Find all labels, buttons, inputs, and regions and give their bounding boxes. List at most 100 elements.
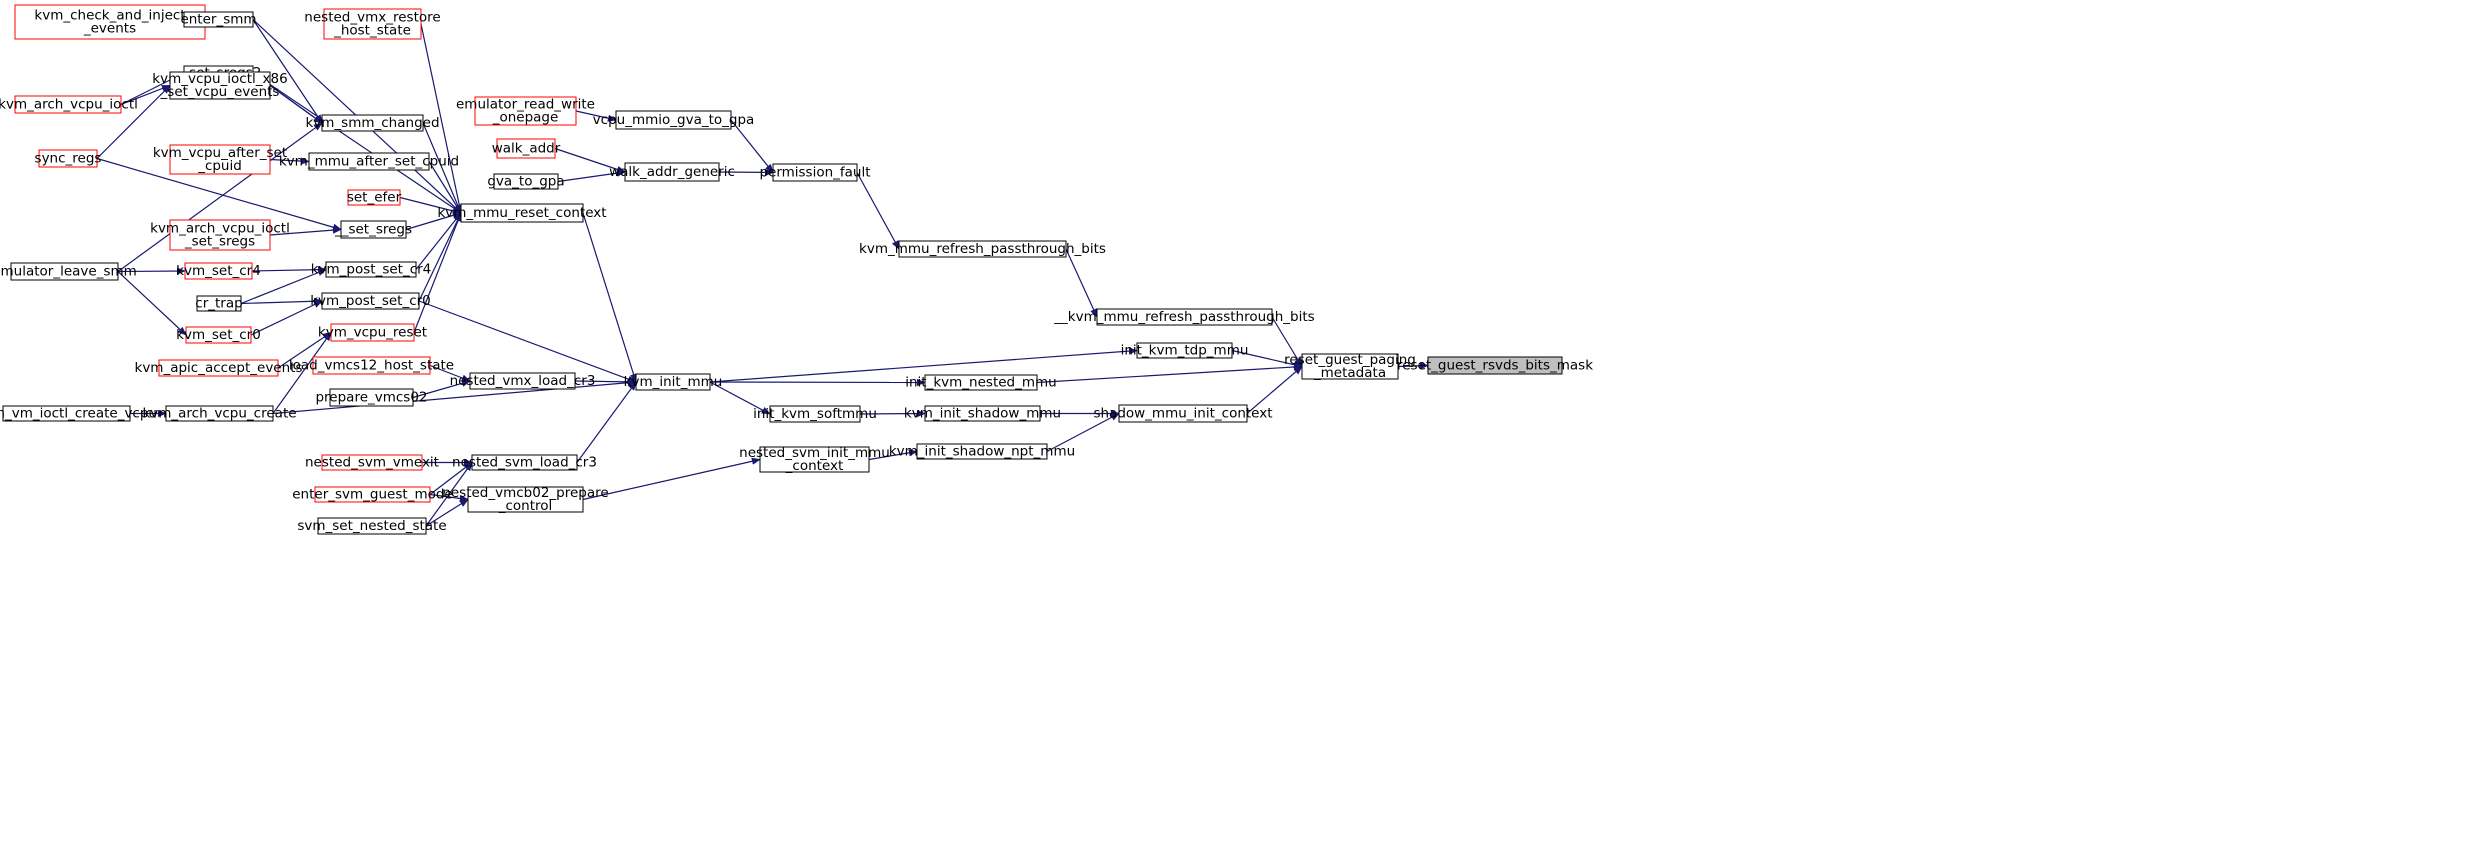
node-box [924,374,1038,391]
edge-n27-to-n25 [250,300,323,336]
graph-node-kvm-apic-accept-events[interactable]: kvm_apic_accept_events [135,359,303,377]
graph-node-svm-set-nested-state[interactable]: svm_set_nested_state [297,517,447,535]
graph-node-emulator-read-write-onepage[interactable]: emulator_read_write_onepage [456,96,595,126]
node-box [185,326,252,344]
graph-node-enter-svm-guest-mode[interactable]: enter_svm_guest_mode [292,486,453,503]
node-label: kvm_check_and_inject [34,8,185,24]
node-label: _events [83,21,136,37]
graph-node-kvm-init-shadow-mmu[interactable]: kvm_init_shadow_mmu [904,405,1061,422]
graph-node-shadow-mmu-init-context[interactable]: shadow_mmu_init_context [1093,404,1273,423]
edge-n44-to-n42 [1046,412,1120,453]
edge-n49-to-n48 [425,498,469,527]
edge-n25-to-n35 [418,300,637,383]
graph-node-kvm-mmu-reset-context[interactable]: kvm_mmu_reset_context [437,203,607,223]
node-box [165,405,274,422]
graph-node-kvm-set-cr0[interactable]: kvm_set_cr0 [176,326,261,344]
node-box [474,96,577,126]
edge-n21-to-n22 [117,267,186,275]
graph-node-nested-vmx-load-cr3[interactable]: nested_vmx_load_cr3 [450,372,596,390]
node-box [312,356,431,375]
node-label: _context [785,458,844,474]
node-box [769,405,861,423]
graph-node-kvm-arch-vcpu-create[interactable]: kvm_arch_vcpu_create [142,405,297,422]
graph-node-kvm-check-and-inject-events[interactable]: kvm_check_and_inject_events [14,4,206,40]
graph-node-kvm-set-cr4[interactable]: kvm_set_cr4 [176,262,261,280]
node-box [38,149,98,168]
node-box [635,373,711,391]
node-label: kvm_arch_vcpu_create [142,406,296,422]
graph-node-kvm-arch-vcpu-ioctl-set-sregs[interactable]: kvm_arch_vcpu_ioctl_set_sregs [150,219,290,251]
node-box [772,163,858,182]
node-label: _metadata [1313,365,1386,381]
graph-node-kvm-mmu-refresh-passthrough-bits[interactable]: __kvm_mmu_refresh_passthrough_bits [1053,308,1315,326]
graph-node-kvm-vcpu-ioctl-x86-set-vcpu-events[interactable]: kvm_vcpu_ioctl_x86_set_vcpu_events [152,71,287,100]
graph-node-kvm-smm-changed[interactable]: kvm_smm_changed [305,114,440,132]
node-box [916,443,1048,460]
node-label: kvm_mmu_after_set_cpuid [279,154,459,170]
node-label: init_kvm_softmmu [753,406,877,422]
graph-node-walk-addr-generic[interactable]: walk_addr_generic [609,162,735,182]
edge-n49-to-n46 [425,461,473,527]
graph-node-nested-svm-load-cr3[interactable]: nested_svm_load_cr3 [452,454,597,471]
graph-node-sync-regs[interactable]: sync_regs [35,149,102,168]
node-label: nested_svm_load_cr3 [452,455,597,471]
edge-n2-to-n17 [420,23,463,214]
node-label: kvm_arch_vcpu_ioctl [0,97,138,113]
edge-n36-to-n32 [1036,363,1303,384]
node-label: sync_regs [35,151,102,167]
edge-n43-to-n44 [868,449,918,461]
edge-n35-to-n40 [709,381,771,415]
edge-n3-to-n17 [252,72,462,214]
graph-node-kvm-mmu-refresh-passthrough-bits[interactable]: kvm_mmu_refresh_passthrough_bits [859,240,1106,258]
graph-node-kvm-init-shadow-npt-mmu[interactable]: kvm_init_shadow_npt_mmu [889,443,1075,460]
node-label: cr_trap [195,296,242,312]
graph-node-load-vmcs12-host-state[interactable]: load_vmcs12_host_state [289,356,454,375]
edge-n24-to-n25 [240,297,323,305]
edge-n6-to-n7 [575,110,617,122]
graph-node-init-kvm-tdp-mmu[interactable]: init_kvm_tdp_mmu [1121,342,1249,359]
graph-node-prepare-vmcs02[interactable]: prepare_vmcs02 [315,388,428,407]
graph-node-kvm-post-set-cr4[interactable]: kvm_post_set_cr4 [311,261,432,278]
graph-node-reset-guest-paging-metadata[interactable]: reset_guest_paging_metadata [1284,352,1416,381]
graph-node-init-kvm-nested-mmu[interactable]: init_kvm_nested_mmu [905,374,1057,391]
graph-node-gva-to-gpa[interactable]: gva_to_gpa [487,173,565,190]
graph-node-nested-vmx-restore-host-state[interactable]: nested_vmx_restore_host_state [304,8,441,40]
graph-node-kvm-post-set-cr0[interactable]: kvm_post_set_cr0 [310,292,431,310]
node-box [471,454,578,471]
graph-node-enter-smm[interactable]: enter_smm [180,11,257,28]
edge-n35-to-n36 [709,378,926,387]
graph-node-set-efer[interactable]: set_efer [347,189,402,206]
graph-node-emulator-leave-smm[interactable]: emulator_leave_smm [0,262,137,281]
graph-node-nested-svm-init-mmu-context[interactable]: nested_svm_init_mmu_context [739,445,890,474]
node-label: load_vmcs12_host_state [289,358,454,374]
graph-node-nested-vmcb02-prepare-control[interactable]: nested_vmcb02_prepare_control [442,485,608,514]
graph-node-set-sregs[interactable]: __set_sregs [334,220,412,239]
node-label: __kvm_mmu_refresh_passthrough_bits [1053,309,1314,325]
edge-n15-to-n13 [557,169,626,183]
node-label: svm_set_nested_state [297,518,446,534]
graph-node-nested-svm-vmexit[interactable]: nested_svm_vmexit [305,454,439,471]
graph-node-kvm-vm-ioctl-create-vcpu[interactable]: kvm_vm_ioctl_create_vcpu [0,405,157,422]
edge-n1-to-n8 [252,19,323,124]
graph-node-kvm-vcpu-reset[interactable]: kvm_vcpu_reset [318,323,427,342]
edge-n7-to-n14 [730,119,774,174]
graph-node-vcpu-mmio-gva-to-gpa[interactable]: vcpu_mmio_gva_to_gpa [593,110,755,130]
node-box [2,405,131,422]
edge-n21-to-n8 [117,122,323,272]
node-box [183,11,254,28]
node-label: kvm_vcpu_reset [318,325,427,341]
graph-node-kvm-vcpu-after-set-cpuid[interactable]: kvm_vcpu_after_set_cpuid [153,144,287,175]
graph-node-kvm-init-mmu[interactable]: kvm_init_mmu [624,373,723,391]
graph-node-init-kvm-softmmu[interactable]: init_kvm_softmmu [753,405,877,423]
edge-n25-to-n17 [418,212,462,302]
graph-node-reset-guest-rsvds-bits-mask[interactable]: reset_guest_rsvds_bits_mask [1397,356,1593,375]
graph-node-kvm-arch-vcpu-ioctl[interactable]: kvm_arch_vcpu_ioctl [0,95,138,114]
node-label: kvm_vcpu_after_set [153,145,287,161]
graph-node-cr-trap[interactable]: cr_trap [195,295,243,312]
graph-node-kvm-mmu-after-set-cpuid[interactable]: kvm_mmu_after_set_cpuid [279,152,459,171]
node-label: walk_addr [492,141,561,157]
graph-node-walk-addr[interactable]: walk_addr [492,138,561,159]
node-label: __set_sregs [334,222,412,238]
edge-n29-to-n32 [1231,349,1303,369]
graph-node-permission-fault[interactable]: permission_fault [759,163,871,182]
